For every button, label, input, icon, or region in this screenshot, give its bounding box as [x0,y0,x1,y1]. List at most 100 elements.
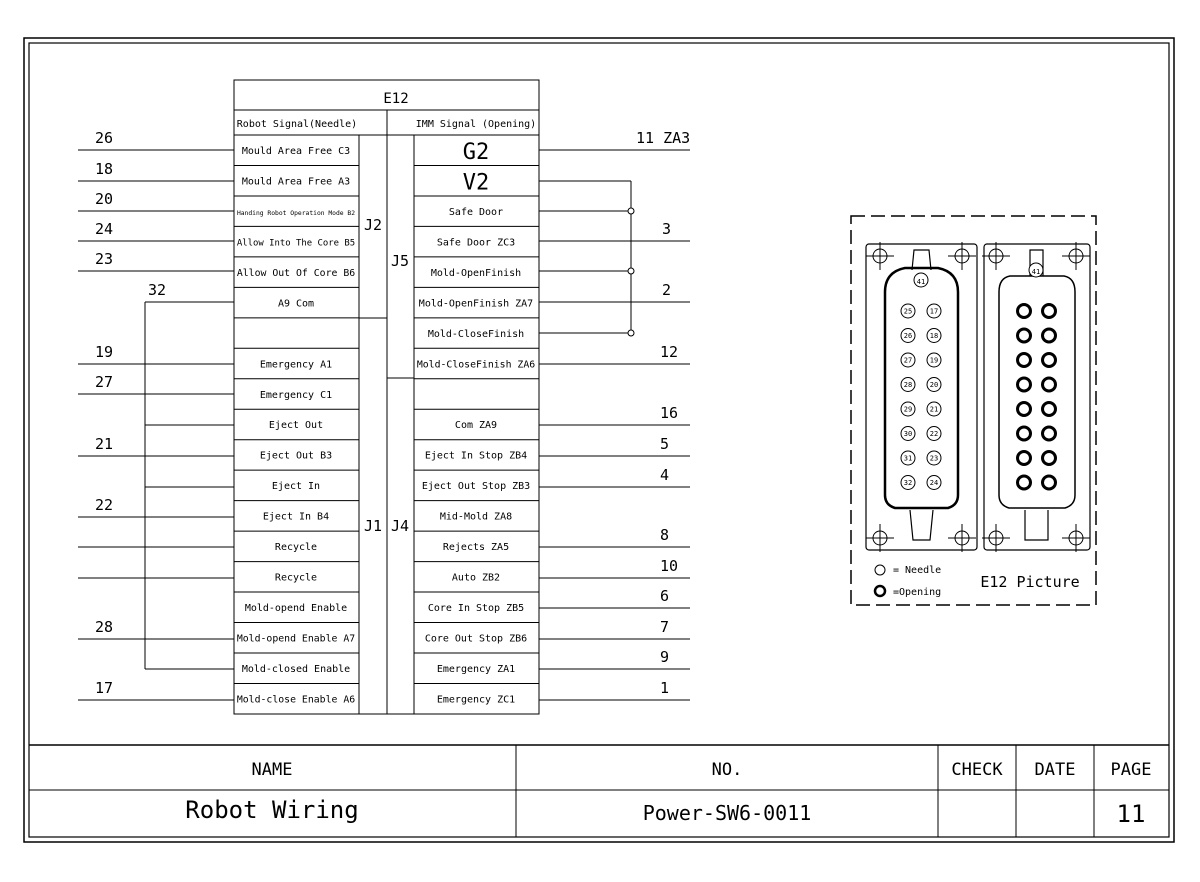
junction-dot [627,329,635,337]
needle-pin [900,328,916,343]
needle-pin-number: 29 [904,406,912,414]
group-label-j4: J4 [391,517,409,535]
needle-pin [900,426,916,441]
left-cell-label: Mold-opend Enable [245,603,347,614]
wire-number: 28 [95,618,113,636]
right-cell-label: Mold-OpenFinish [431,268,521,279]
needle-pin-number: 30 [904,430,912,438]
left-cell-label: Recycle [275,542,317,553]
needle-pin-number: 19 [930,357,938,365]
left-header: Robot Signal(Needle) [237,119,357,130]
needle-pin-number: 32 [904,479,912,487]
right-cell-label: Mid-Mold ZA8 [440,512,512,523]
needle-pin [900,352,916,368]
right-cell-label: Mold-OpenFinish ZA7 [419,298,533,309]
opening-connector [983,243,1091,551]
opening-pin [1016,474,1032,491]
right-cell-label: Emergency ZC1 [437,694,515,705]
needle-pin [926,377,942,392]
left-cell-label: Mould Area Free C3 [242,146,350,157]
needle-pin [926,352,942,368]
page-label: PAGE [1111,760,1152,780]
needle-pin [926,475,942,490]
opening-pin [1041,401,1057,417]
number-label: NO. [712,760,743,780]
right-cell-label: G2 [463,140,490,165]
drawing-number: Power-SW6-0011 [643,801,812,825]
group-label-j5: J5 [391,252,409,270]
right-cell-label: Safe Door ZC3 [437,237,515,248]
opening-pin [1016,352,1032,368]
opening-pin [1041,425,1057,442]
opening-pin-grid [1016,303,1057,491]
wire-number: 32 [148,281,166,299]
wire-number: 4 [660,466,669,484]
left-cell-label: A9 Com [278,298,314,309]
page-number: 11 [1117,800,1146,828]
needle-pin-number: 26 [904,332,912,340]
right-cell-label: V2 [463,170,490,195]
opening-pin [1041,450,1057,466]
junction-dot [627,267,635,275]
opening-pin [1016,401,1032,417]
wire-number: 23 [95,250,113,268]
junction-dot [627,207,635,215]
mounting-holes [866,242,1090,552]
pin-top-right-label: 41 [1032,268,1040,276]
needle-connector [865,243,978,551]
wire-number: 6 [660,587,669,605]
needle-legend-icon [874,564,886,576]
left-cell-label: Emergency C1 [260,390,332,401]
right-cell-label: Mold-CloseFinish ZA6 [417,359,535,370]
needle-pin-number: 22 [930,430,938,438]
wire-number: 24 [95,220,113,238]
needle-pin [926,450,942,466]
wire-number: 21 [95,435,113,453]
right-cell-label: Eject In Stop ZB4 [425,451,527,462]
wire-number: 12 [660,343,678,361]
wire-number: 22 [95,496,113,514]
wire-number: 16 [660,404,678,422]
opening-pin [1016,450,1032,466]
left-wires [78,149,234,701]
name-label: NAME [252,760,293,780]
opening-pin [1016,303,1032,319]
needle-pin [900,450,916,466]
needle-pin [900,303,916,319]
right-cell-label: Core Out Stop ZB6 [425,634,527,645]
right-cell-label: Auto ZB2 [452,573,500,584]
group-label-j2: J2 [364,216,382,234]
wire-number: 19 [95,343,113,361]
left-cell-label: Mold-opend Enable A7 [237,634,355,645]
junction-dots [627,207,635,337]
left-cell-label: Eject Out [269,420,323,431]
needle-pin [900,377,916,392]
opening-pin [1016,425,1032,442]
picture-caption: E12 Picture [980,573,1079,591]
right-cell-label: Mold-CloseFinish [428,329,524,340]
opening-pin [1041,352,1057,368]
needle-pin [926,401,942,417]
pin-41 [913,272,929,288]
left-cell-label: Eject In B4 [263,512,329,523]
left-cell-label: Mold-closed Enable [242,664,350,675]
wire-number: 7 [660,618,669,636]
needle-pin-number: 24 [930,479,938,487]
left-cell-label: Eject Out B3 [260,451,332,462]
check-label: CHECK [951,760,1003,780]
wire-number: 1 [660,679,669,697]
needle-pin-number: 21 [930,406,938,414]
outer-frame [23,37,1175,843]
wire-number: 8 [660,526,669,544]
left-cell-label: Recycle [275,573,317,584]
right-wire-numbers: 11 ZA3 3 2 12 16 5 4 8 10 6 7 9 1 [636,129,690,697]
opening-pin [1041,376,1057,393]
wire-number: 5 [660,435,669,453]
needle-pin-number: 27 [904,357,912,365]
wire-number: 27 [95,373,113,391]
wire-number: 10 [660,557,678,575]
wire-number: 11 ZA3 [636,129,690,147]
